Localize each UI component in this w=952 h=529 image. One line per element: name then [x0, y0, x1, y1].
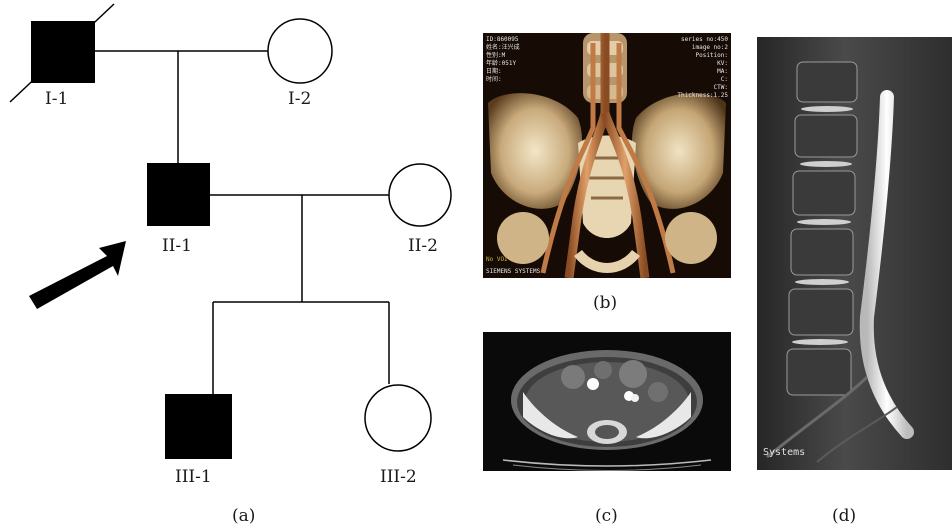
overlay-b-line1: ID:860095 — [486, 36, 519, 43]
ct-3d-render-image: ID:860095 姓名:汪兴成 性别:M 年龄:051Y 日期: 时间: se… — [483, 33, 731, 278]
pedigree-chart — [0, 0, 460, 529]
ct-axial-image — [483, 332, 731, 471]
overlay-b-right7: CTW: — [714, 84, 728, 91]
proband-arrow — [29, 241, 126, 309]
individual-I-2 — [268, 19, 332, 83]
overlay-b-line3: 性别:M — [486, 51, 506, 59]
overlay-b-right3: Position: — [695, 52, 728, 59]
deceased-slash — [10, 4, 114, 102]
mri-sagittal-image: Systems — [757, 37, 952, 470]
overlay-b-right6: C: — [721, 76, 728, 83]
overlay-b-bottom2: SIEMENS SYSTEMS — [486, 268, 541, 275]
overlay-b-right8: Thickness:1.25 — [677, 92, 728, 99]
label-III-2: III-2 — [380, 469, 417, 486]
overlay-b-line5: 日期: — [486, 67, 502, 75]
individual-III-2 — [365, 385, 431, 451]
overlay-b-line6: 时间: — [486, 75, 502, 83]
overlay-b-right4: KV: — [717, 60, 728, 67]
overlay-b-right5: MA: — [717, 68, 728, 75]
individual-III-1 — [165, 394, 232, 459]
panel-label-d: (d) — [832, 508, 856, 525]
panel-label-c: (c) — [595, 508, 618, 525]
overlay-d-text: Systems — [763, 447, 805, 458]
label-II-2: II-2 — [408, 238, 438, 255]
individual-II-2 — [389, 164, 451, 226]
panel-label-a: (a) — [232, 508, 255, 525]
overlay-b-bottom1: No VOI — [486, 256, 508, 263]
panel-label-b: (b) — [593, 295, 617, 312]
overlay-b-line2: 姓名:汪兴成 — [486, 43, 520, 51]
overlay-b-right2: image no:2 — [692, 44, 729, 51]
label-I-1: I-1 — [45, 91, 68, 108]
label-II-1: II-1 — [162, 238, 192, 255]
label-I-2: I-2 — [288, 91, 311, 108]
overlay-b-line4: 年龄:051Y — [486, 59, 516, 67]
label-III-1: III-1 — [175, 469, 212, 486]
overlay-b-right1: series no:450 — [681, 36, 728, 43]
individual-II-1 — [147, 163, 210, 226]
